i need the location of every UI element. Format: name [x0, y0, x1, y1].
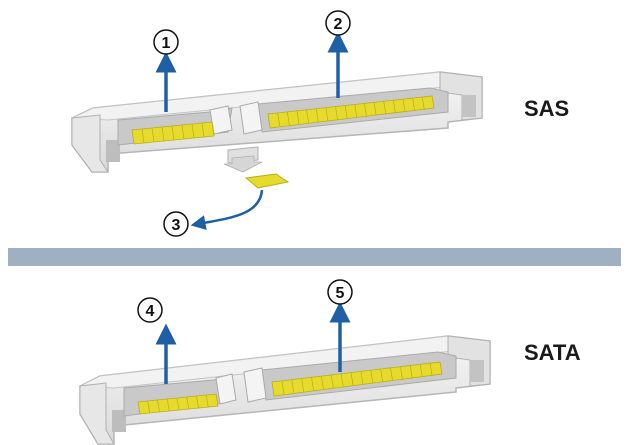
sata-left-slot [112, 410, 126, 432]
pin-separator [191, 123, 195, 139]
sata-connector [78, 335, 491, 445]
pin-separator [291, 379, 295, 393]
pin-separator [315, 108, 319, 122]
pin-separator [166, 398, 170, 412]
pin-separator [186, 396, 190, 410]
sas-label: SAS [524, 96, 569, 121]
pin-separator [147, 400, 151, 414]
pin-separator [281, 380, 285, 394]
pin-separator [350, 372, 354, 386]
pin-separator [354, 104, 358, 118]
sata-key-block-right [243, 367, 267, 403]
pin-separator [344, 105, 348, 119]
pin-separator [321, 376, 324, 390]
pin-separator [419, 364, 423, 378]
pin-separator [335, 106, 338, 120]
pin-separator [370, 370, 374, 384]
pin-separator [383, 101, 387, 115]
callout-5-label: 5 [336, 285, 345, 302]
sas-left-cap [71, 114, 109, 173]
pin-separator [201, 122, 205, 138]
pin-separator [161, 126, 165, 142]
pin-separator [151, 127, 155, 143]
pin-separator [429, 363, 433, 377]
pin-separator [157, 399, 160, 413]
pin-separator [412, 98, 416, 112]
pin-separator [181, 124, 185, 140]
pin-separator [373, 102, 377, 116]
pin-separator [410, 365, 413, 379]
sas-right-slot [462, 95, 476, 117]
pin-separator [176, 397, 180, 411]
sas-removed-segment [244, 173, 290, 189]
pin-separator [141, 128, 145, 144]
pin-separator [311, 377, 314, 391]
sas-connector [71, 71, 483, 189]
sata-left-cap [79, 382, 115, 445]
callout-1: 1 [153, 29, 179, 55]
pin-separator [277, 112, 280, 126]
pin-separator [422, 97, 425, 111]
pin-separator [390, 367, 393, 381]
pin-separator [325, 107, 329, 121]
pin-separator [380, 369, 384, 383]
callout-4-label: 4 [146, 303, 155, 320]
callout-1-label: 1 [162, 35, 171, 52]
pin-separator [286, 111, 290, 125]
pin-separator [196, 395, 199, 409]
pin-separator [400, 366, 403, 380]
sata-pin-lines [147, 363, 433, 414]
callout-2: 2 [325, 10, 351, 36]
pin-separator [330, 374, 334, 388]
pin-separator [171, 125, 175, 141]
pin-separator [296, 110, 300, 124]
pin-separator [301, 378, 304, 392]
callout-2-label: 2 [334, 16, 343, 33]
pin-separator [393, 100, 396, 114]
sas-left-slot [106, 140, 120, 162]
pin-separator [364, 103, 367, 117]
sas-down-arrow [223, 155, 263, 173]
sas-key-block-right [239, 101, 263, 135]
pin-separator [360, 371, 364, 385]
callout-3: 3 [163, 211, 189, 237]
callout-3-label: 3 [172, 217, 181, 234]
sata-key-block-left [215, 373, 237, 405]
sas-pin-lines [141, 97, 425, 144]
pin-separator [306, 109, 309, 123]
sas-right-pins [267, 95, 435, 129]
callout-3-arrow [190, 189, 264, 230]
callout-4: 4 [137, 297, 163, 323]
pin-separator [402, 99, 406, 113]
sata-label: SATA [524, 340, 581, 365]
divider-bar [8, 248, 621, 266]
callout-5: 5 [327, 279, 353, 305]
pin-separator [205, 394, 209, 408]
sata-right-slot [470, 360, 484, 382]
pin-separator [340, 373, 344, 387]
sata-right-pins [271, 361, 443, 397]
